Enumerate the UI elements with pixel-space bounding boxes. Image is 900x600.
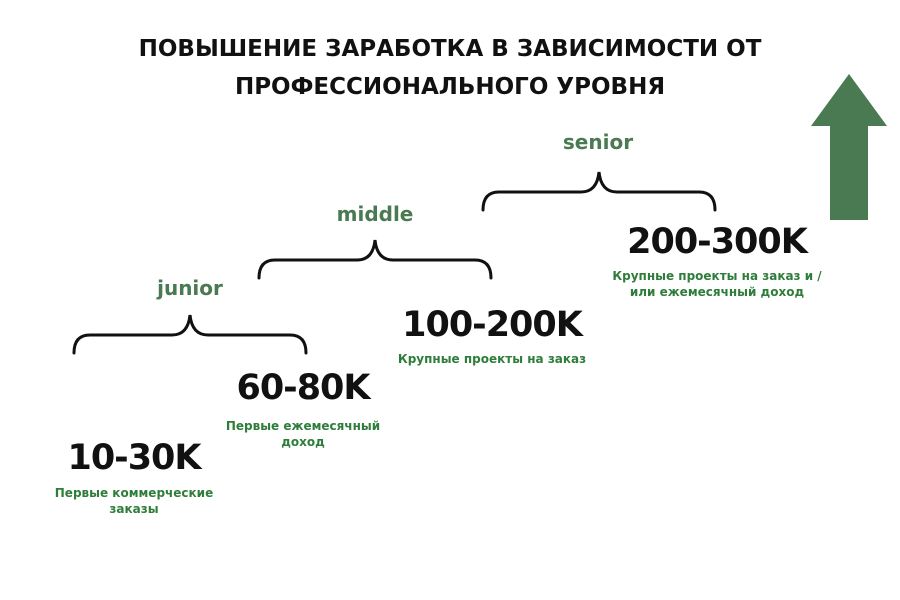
step-4-amount: 200-300K [627,222,808,262]
level-junior-label: junior [157,276,223,300]
step-1-description: Первые коммерческие заказы [44,485,224,517]
step-2-description-line-1: Первые ежемесячный [225,419,381,433]
junior-brace [72,314,308,355]
step-4-description-line-2: или ежемесячный доход [629,285,805,299]
title-line-2: ПРОФЕССИОНАЛЬНОГО УРОВНЯ [234,74,666,100]
level-middle-label: middle [336,202,414,226]
step-3-amount: 100-200K [402,305,583,345]
step-3-description: Крупные проекты на заказ [392,351,592,367]
step-4-description-line-1: Крупные проекты на заказ и / [612,269,822,283]
step-2-description-line-2: доход [281,435,325,449]
step-1-amount: 10-30K [67,438,201,478]
middle-brace [257,239,493,280]
senior-brace [481,171,717,212]
up-arrow-icon [811,74,887,220]
step-2-amount: 60-80K [236,368,370,408]
step-4-description: Крупные проекты на заказ и / или ежемеся… [602,268,832,300]
page-title: ПОВЫШЕНИЕ ЗАРАБОТКА В ЗАВИСИМОСТИ ОТ ПРО… [0,30,900,106]
level-senior-label: senior [562,130,634,154]
title-line-1: ПОВЫШЕНИЕ ЗАРАБОТКА В ЗАВИСИМОСТИ ОТ [138,36,762,62]
step-2-description: Первые ежемесячный доход [213,418,393,450]
step-3-description-line-1: Крупные проекты на заказ [397,352,587,366]
step-1-description-line-1: Первые коммерческие [54,486,214,500]
step-1-description-line-2: заказы [109,502,159,516]
